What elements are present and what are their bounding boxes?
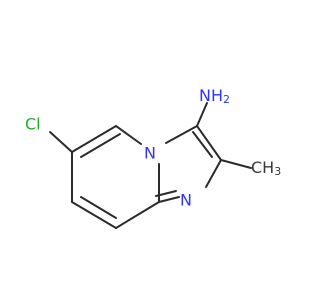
bond-c8a-n1 bbox=[158, 196, 180, 203]
bond-c2-c3-inner bbox=[192, 131, 213, 158]
amine-label: NH2 bbox=[199, 86, 230, 107]
methyl-main-label: CH bbox=[251, 158, 274, 177]
ring-nitrogen-label: N bbox=[180, 191, 192, 210]
methyl-subscript: 3 bbox=[274, 165, 281, 178]
bond-c2-c3 bbox=[196, 125, 222, 161]
bond-c3-nh2 bbox=[196, 102, 208, 127]
amine-main-label: NH bbox=[199, 86, 223, 105]
structure-diagram: Cl NH2 N N CH3 bbox=[25, 86, 281, 229]
bond-c3-n4 bbox=[165, 125, 198, 144]
bridgehead-nitrogen-label: N bbox=[144, 144, 156, 163]
bond-n4-c5 bbox=[115, 125, 142, 145]
bond-c5-c6 bbox=[71, 125, 117, 153]
bond-c7-c8 bbox=[71, 201, 117, 229]
bond-c7-c8-inner bbox=[80, 196, 117, 219]
bond-c2-ch3 bbox=[220, 159, 252, 169]
methyl-label: CH3 bbox=[251, 158, 281, 179]
bond-c5-c6-inner bbox=[80, 133, 121, 158]
amine-subscript: 2 bbox=[223, 93, 230, 106]
bond-c8-c8a bbox=[115, 201, 160, 229]
molecule-canvas: Cl NH2 N N CH3 bbox=[25, 86, 281, 229]
bond-group bbox=[49, 102, 252, 229]
chlorine-label: Cl bbox=[25, 115, 41, 134]
bond-c8a-n1-inner bbox=[155, 190, 177, 197]
bond-c6-cl bbox=[49, 131, 73, 153]
bond-n1-c2 bbox=[205, 159, 222, 188]
